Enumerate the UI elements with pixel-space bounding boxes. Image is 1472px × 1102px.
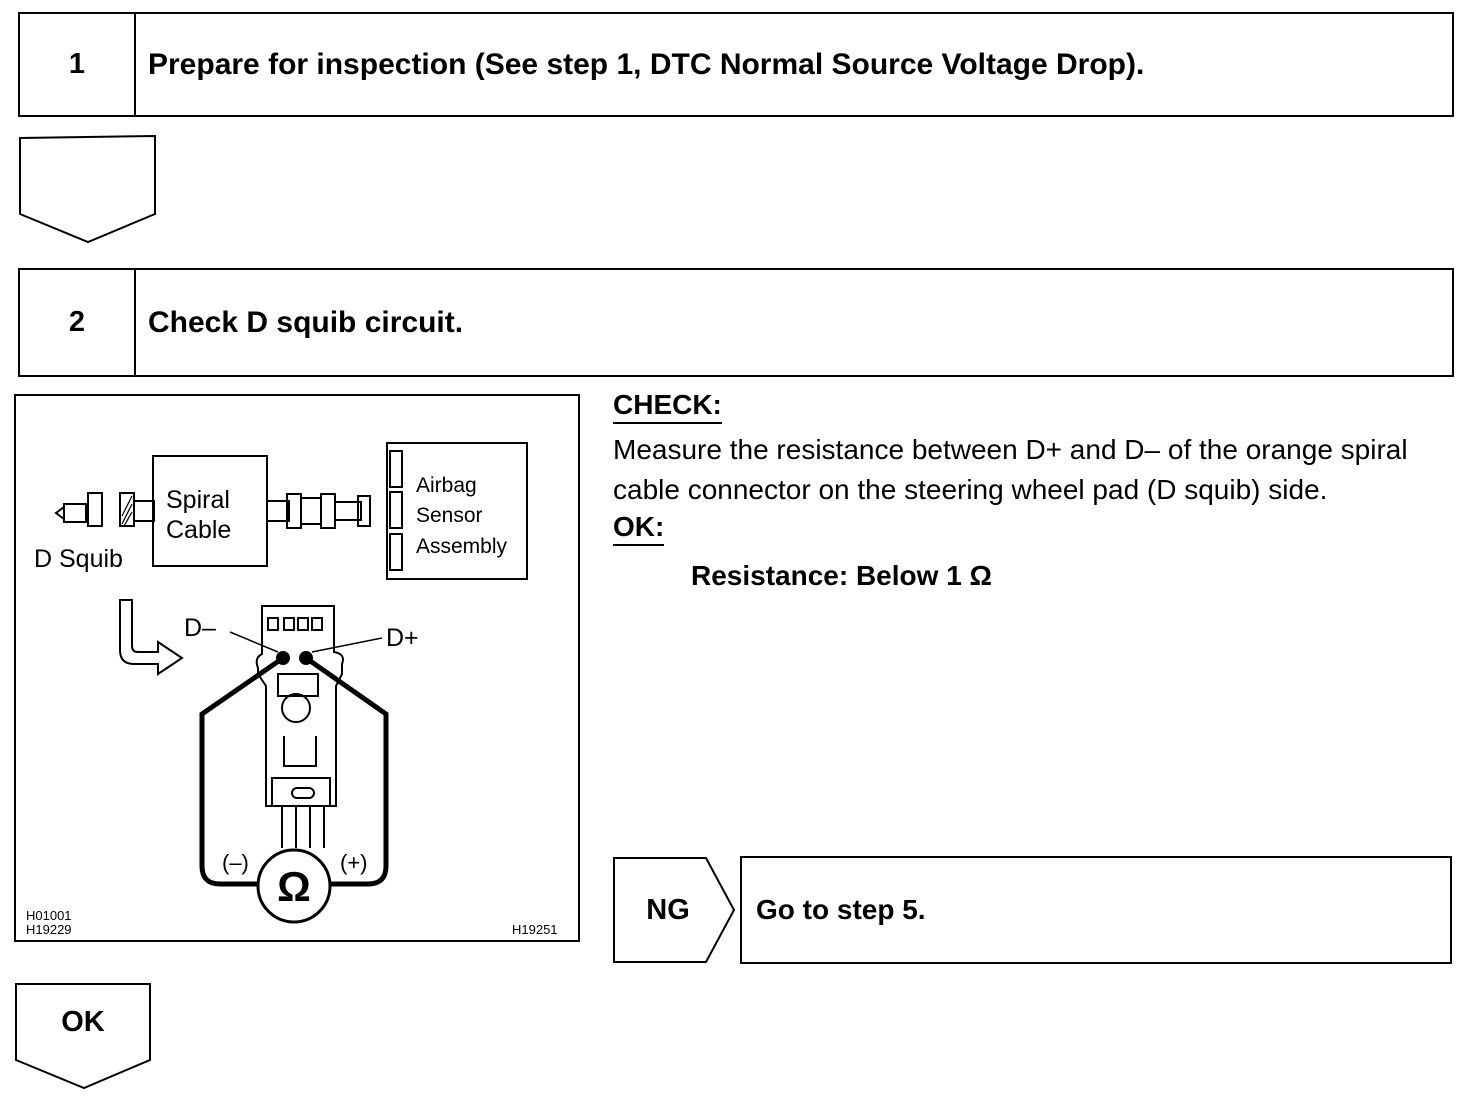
positive-lead <box>304 655 389 887</box>
circuit-diagram: Spiral Cable D Squib Airbag Sensor Assem… <box>26 442 558 937</box>
d-minus-label: D– <box>184 614 216 642</box>
figure-code: H01001 <box>26 908 72 923</box>
check-heading: CHECK: <box>613 390 722 424</box>
spiral-cable-label: Spiral <box>166 486 230 514</box>
continue-arrow <box>19 134 156 244</box>
check-section: CHECK: Measure the resistance between D+… <box>613 390 1458 592</box>
airbag-label: Sensor <box>416 504 483 527</box>
spiral-cable-label: Cable <box>166 516 231 544</box>
airbag-sensor-box <box>386 442 528 580</box>
ohmmeter <box>256 848 332 924</box>
d-squib-label: D Squib <box>34 545 123 573</box>
negative-label: (–) <box>222 850 249 875</box>
step-2-header: 2 Check D squib circuit. <box>18 268 1454 377</box>
d-plus-label: D+ <box>386 624 419 652</box>
spiral-cable-connector <box>255 605 344 848</box>
step-number: 1 <box>20 14 136 115</box>
ng-result-text: Go to step 5. <box>756 894 926 925</box>
d-squib-connector <box>54 492 155 527</box>
direction-arrow <box>120 600 180 668</box>
resistance-spec: Resistance: Below 1 Ω <box>691 560 992 591</box>
ng-label: NG <box>646 893 690 926</box>
figure-code: H19229 <box>26 922 72 937</box>
ng-result: Go to step 5. <box>740 856 1452 964</box>
ok-arrow <box>15 983 151 1090</box>
ng-arrow <box>613 857 736 963</box>
step-1-header: 1 Prepare for inspection (See step 1, DT… <box>18 12 1454 117</box>
positive-label: (+) <box>340 850 368 875</box>
step-number: 2 <box>20 270 136 375</box>
airbag-label: Airbag <box>416 474 477 497</box>
circuit-illustration: Spiral Cable D Squib Airbag Sensor Assem… <box>14 394 580 942</box>
step-title: Check D squib circuit. <box>148 305 464 339</box>
check-text: Measure the resistance between D+ and D–… <box>613 434 1408 505</box>
harness-connector <box>266 493 371 529</box>
ok-heading: OK: <box>613 512 665 546</box>
airbag-label: Assembly <box>416 535 508 558</box>
ohm-symbol: Ω <box>277 863 311 910</box>
ok-label: OK <box>61 1005 105 1038</box>
negative-lead <box>199 655 285 887</box>
figure-code: H19251 <box>512 922 558 937</box>
step-title: Prepare for inspection (See step 1, DTC … <box>148 47 1145 81</box>
